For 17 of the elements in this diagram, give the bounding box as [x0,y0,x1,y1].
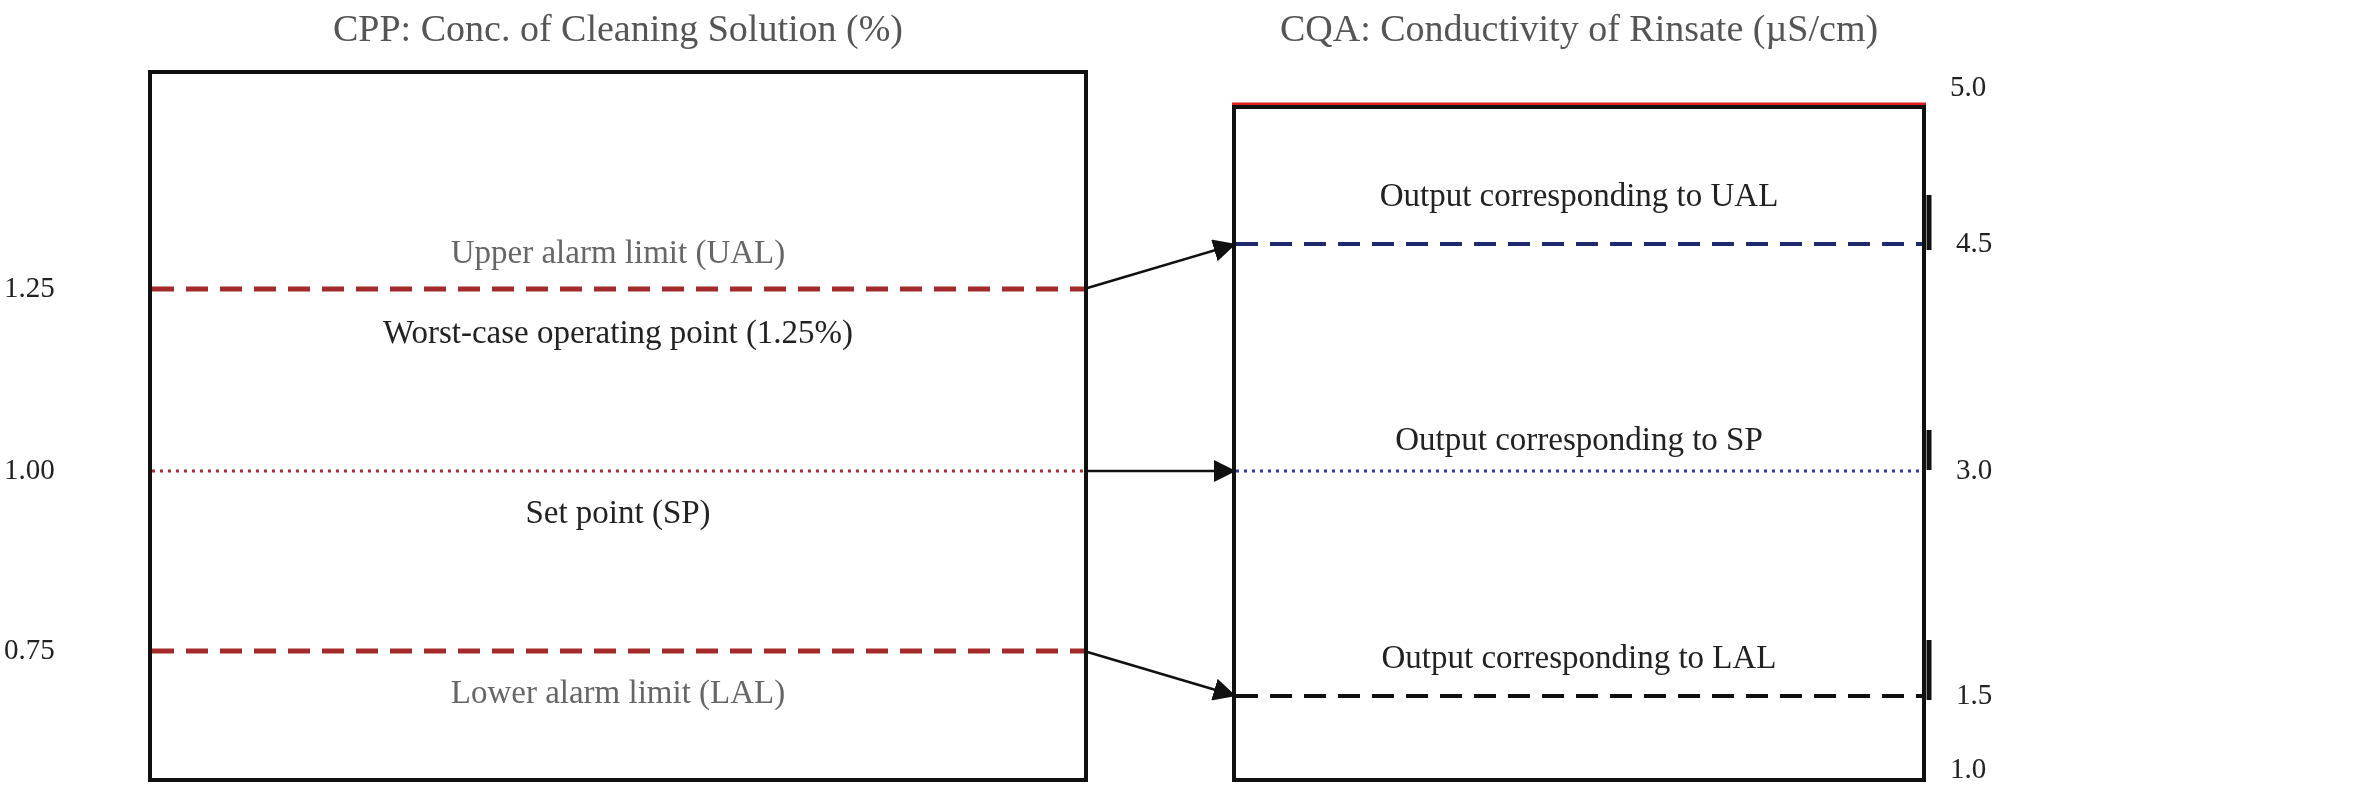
level-label: Output corresponding to UAL [1379,177,1779,214]
axis-value: 1.00 [4,453,55,486]
level-label: Output corresponding to LAL [1381,639,1777,676]
level-label: Output corresponding to SP [1395,421,1763,458]
panel-heading: CPP: Conc. of Cleaning Solution (%) [333,6,903,50]
panel-heading: CQA: Conductivity of Rinsate (µS/cm) [1279,6,1879,50]
level-label: Worst-case operating point (1.25%) [382,314,854,351]
level-label: Lower alarm limit (LAL) [450,674,786,711]
level-label: Upper alarm limit (UAL) [450,234,786,271]
axis-value: 1.5 [1956,678,1993,711]
axis-value: 0.75 [4,633,55,666]
axis-value: 3.0 [1956,453,1993,486]
level-label: Set point (SP) [525,494,711,531]
axis-value: 4.5 [1956,226,1993,259]
axis-value: 1.0 [1950,752,1987,785]
axis-value: 1.25 [4,271,55,304]
axis-value: 5.0 [1950,70,1987,103]
